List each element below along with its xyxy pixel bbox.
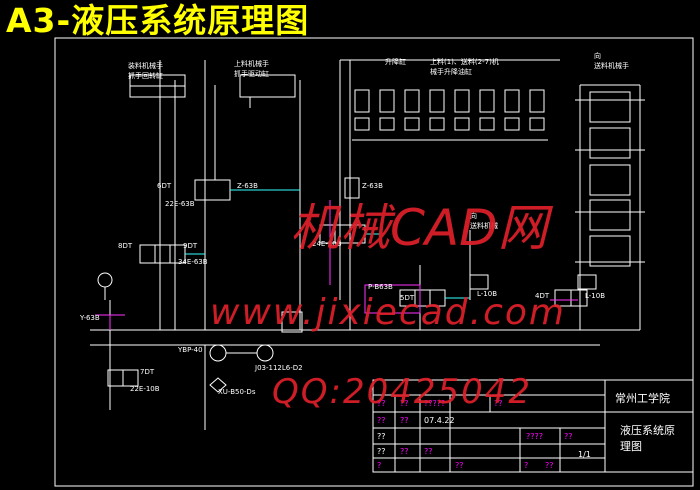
tb-r7-2: ? (524, 461, 529, 470)
label-z63b-2: Z-63B (362, 182, 383, 190)
titleblock-school: 常州工学院 (615, 392, 670, 405)
right-cylinder-stack (575, 91, 645, 267)
tb-r6-1: ?? (424, 447, 433, 456)
label-filter: XU-B50-Ds (218, 388, 256, 396)
label-24e10b: 24E-10B (312, 240, 342, 248)
label-22e10b: 22E-10B (130, 385, 160, 393)
titleblock-name-1: 液压系统原 (620, 424, 675, 437)
watermark-line-1: 机械CAD网 (290, 199, 548, 257)
label-6dt: 6DT (157, 182, 172, 190)
title-block (372, 379, 694, 473)
tb-r2-0: ?? (377, 416, 386, 425)
label-up-hand: 上料机械手 (234, 60, 269, 68)
watermark-line-2: www.jixiecad.com (210, 292, 566, 333)
label-ybp: YBP-40 (178, 346, 203, 354)
label-7dt: 7DT (140, 368, 155, 376)
label-top-right-1: 上料(1)、送料(2-7)机 (430, 58, 499, 66)
label-y63b: Y-63B (80, 314, 100, 322)
tb-r7-0: ? (377, 461, 382, 470)
titleblock-sheet: 1/1 (578, 450, 591, 459)
label-mid-right-2: 送料机械 (470, 222, 498, 230)
tb-r5-0: ???? (526, 432, 543, 441)
label-top-left-1: 装料机械手 (128, 62, 163, 70)
tb-r1-0: ?? (377, 399, 386, 408)
lift-cylinder-row (352, 89, 548, 141)
label-5dt: 5DT (400, 294, 415, 302)
titleblock-name-2: 理图 (620, 440, 642, 453)
pump-motor-group (97, 272, 274, 393)
drawing-title: A3-液压系统原理图 (6, 1, 310, 40)
pipe-lines (90, 59, 641, 430)
tb-r2-2: 07.4.22 (424, 416, 455, 425)
label-34e63b: 34E-63B (178, 258, 208, 266)
label-9dt: 9DT (183, 242, 198, 250)
label-right-top-1: 向 (594, 52, 601, 60)
tb-r2-1: ?? (400, 416, 409, 425)
label-8dt: 8DT (118, 242, 133, 250)
label-l10b-r: L-10B (585, 292, 606, 300)
gripper-rotary-cylinder (129, 74, 186, 98)
tb-r6-0: ?? (400, 447, 409, 456)
label-p-b63b: P-B63B (368, 283, 393, 291)
label-motor: J03-112L6-D2 (255, 364, 303, 372)
drawing-frame (54, 37, 694, 487)
label-right-top-2: 送料机械手 (594, 62, 629, 70)
magenta-lines (95, 200, 578, 330)
tb-r3-0: ?? (377, 432, 386, 441)
tb-r4-0: ?? (377, 447, 386, 456)
label-l10b: L-10B (477, 290, 498, 298)
cyan-lines (185, 189, 470, 299)
label-mid-right-1: 向 (470, 212, 477, 220)
tb-r5-1: ?? (564, 432, 573, 441)
label-up-hand-2: 抓手驱动缸 (234, 70, 269, 78)
label-top-left-2: 抓手回转缸 (128, 72, 163, 80)
label-z63b: Z-63B (237, 182, 258, 190)
tb-r1-2: ????? (424, 399, 446, 408)
watermark-line-3: QQ:20425042 (272, 372, 533, 412)
tb-r1-3: ?? (494, 399, 503, 408)
label-22e63b: 22E-63B (165, 200, 195, 208)
gripper-drive-cylinder (239, 74, 296, 108)
label-4dt: 4DT (535, 292, 550, 300)
tb-r7-1: ?? (455, 461, 464, 470)
label-top-right-2: 械手升降油缸 (430, 68, 472, 76)
label-mid-top: 升降缸 (385, 58, 406, 66)
tb-r7-3: ?? (545, 461, 554, 470)
tb-r1-1: ?? (400, 399, 409, 408)
